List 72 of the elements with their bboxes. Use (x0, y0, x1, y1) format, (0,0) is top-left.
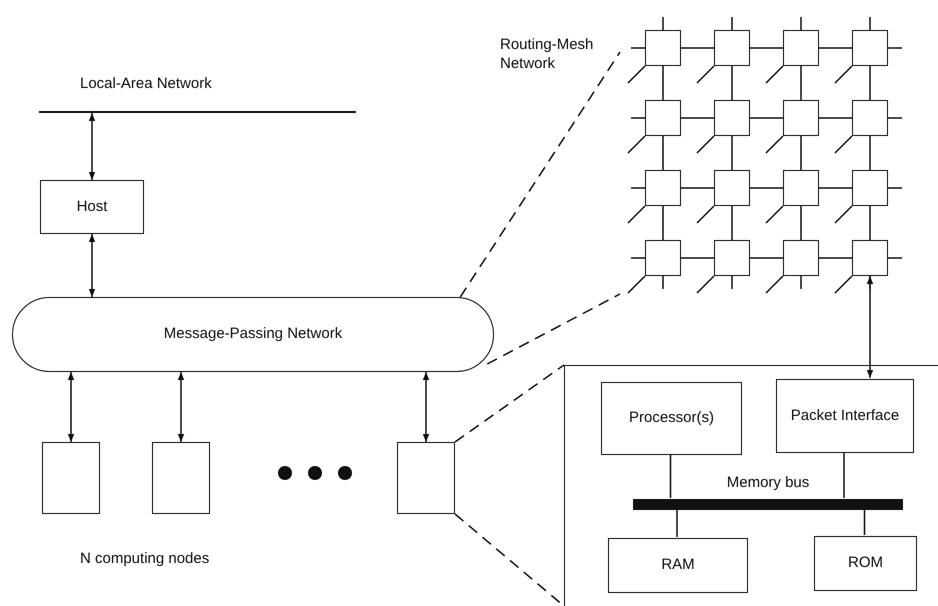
link-line (681, 187, 714, 189)
arrow (866, 276, 874, 378)
link-line (731, 206, 733, 240)
node-label: Message-Passing Network (164, 325, 342, 344)
process-box (608, 538, 748, 593)
link-line (750, 117, 783, 119)
link-line (819, 187, 852, 189)
router-box (783, 240, 819, 276)
link-line (750, 47, 783, 49)
router-box (852, 100, 888, 136)
node-box (152, 442, 210, 514)
link-line (819, 117, 852, 119)
process-box (40, 180, 144, 234)
link-line (681, 117, 714, 119)
link-line (819, 257, 852, 259)
node-label: Packet Interface (790, 406, 900, 426)
router-box (714, 240, 750, 276)
process-box (814, 536, 917, 591)
arrow (88, 234, 96, 297)
router-box (645, 170, 681, 206)
router-box (714, 100, 750, 136)
link-line (869, 206, 871, 240)
caption-text: N computing nodes (80, 550, 210, 567)
node-box (42, 442, 100, 514)
arrow (88, 113, 96, 180)
link-line (800, 136, 802, 170)
node-box (397, 442, 455, 514)
router-box (783, 170, 819, 206)
node-title: Local-Area Network (80, 75, 212, 94)
link-line (869, 66, 871, 100)
node-label: RAM (661, 556, 695, 575)
link-line (731, 66, 733, 100)
link-line (819, 47, 852, 49)
router-box (852, 170, 888, 206)
router-box (852, 30, 888, 66)
link-line (750, 257, 783, 259)
router-box (645, 30, 681, 66)
link-line (800, 66, 802, 100)
router-box (714, 170, 750, 206)
router-box (783, 100, 819, 136)
router-box (852, 240, 888, 276)
link-line (681, 47, 714, 49)
link-line (662, 206, 664, 240)
link-line (864, 509, 866, 535)
link-line (731, 136, 733, 170)
arrow (422, 372, 430, 442)
link-line (681, 257, 714, 259)
router-box (714, 30, 750, 66)
router-box (645, 100, 681, 136)
node-title: Memory bus (726, 474, 810, 493)
router-box (783, 30, 819, 66)
node-label: ROM (848, 554, 883, 573)
link-line (662, 136, 664, 170)
node-title: Routing-Mesh Network (500, 36, 594, 74)
node-label: Host (76, 198, 108, 216)
process-box (601, 382, 742, 455)
link-line (843, 452, 845, 498)
link-line (670, 454, 672, 498)
process-box (776, 379, 914, 453)
arrow (68, 372, 74, 442)
router-box (645, 240, 681, 276)
link-line (750, 187, 783, 189)
zoom-line (454, 364, 564, 443)
link-line (869, 136, 871, 170)
node-detail-panel (564, 365, 938, 606)
arrow (178, 372, 184, 442)
zoom-line (486, 293, 620, 365)
link-line (676, 509, 678, 537)
node-label: Processor(s) (628, 409, 714, 428)
link-line (662, 66, 664, 100)
zoom-line (460, 52, 621, 298)
link-line (800, 206, 802, 240)
